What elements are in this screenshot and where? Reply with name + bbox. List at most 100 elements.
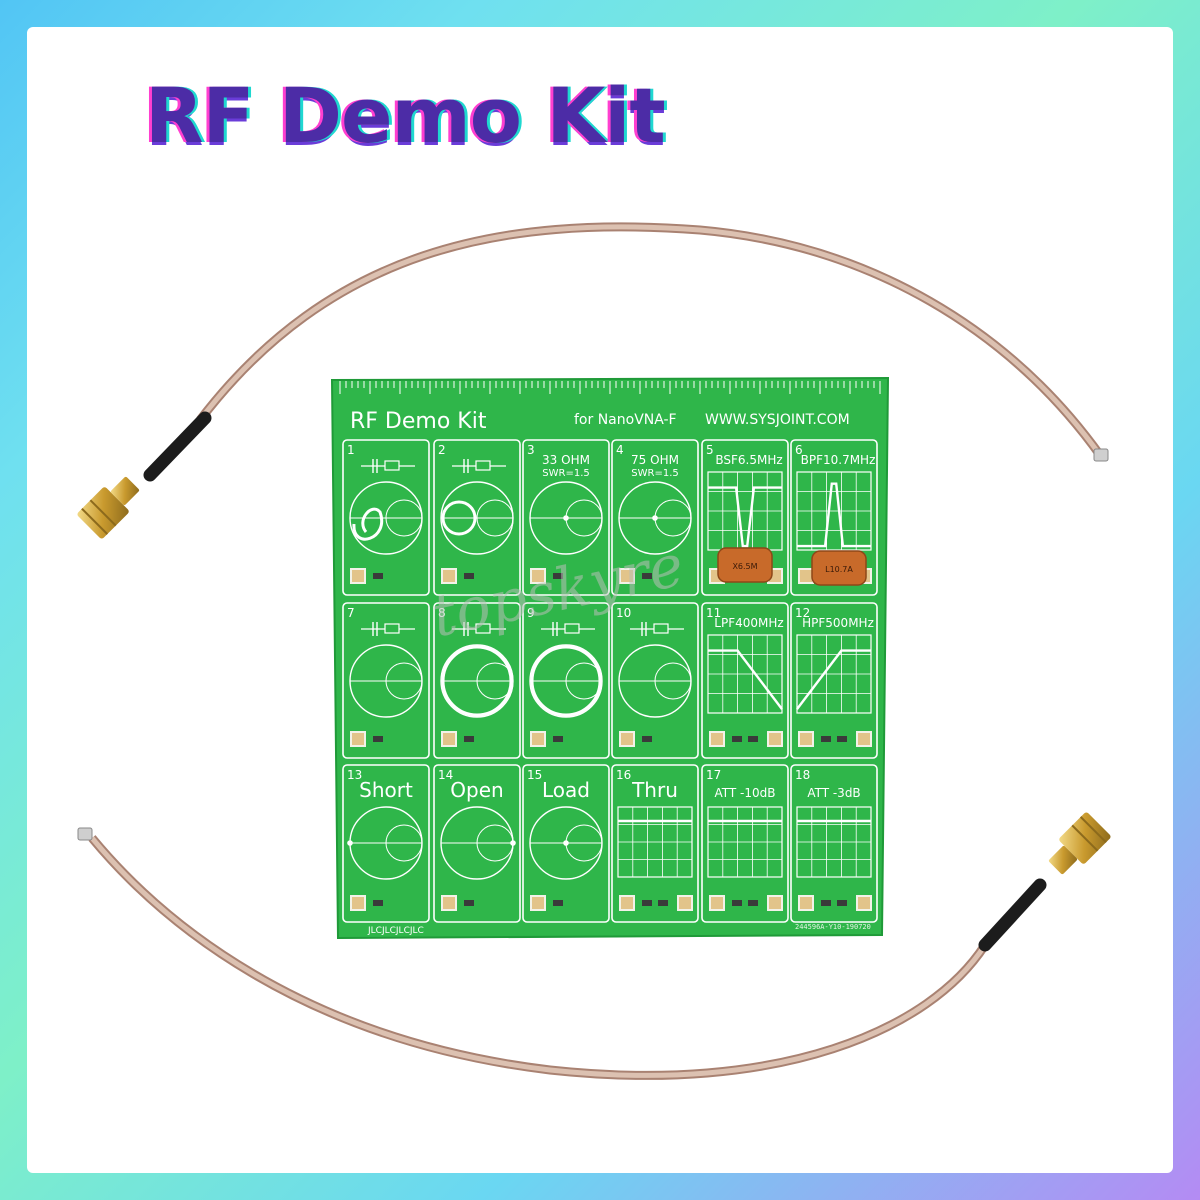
ufl-connector-icon [1093,448,1109,462]
cell-border [522,764,610,923]
cell-label: Thru [631,778,678,802]
smd-component-icon [821,900,831,906]
ufl-pad-icon [798,731,814,747]
cell-label: ATT -10dB [715,786,776,800]
cell-border [522,602,610,759]
top-cable [77,222,1109,539]
graph-trace [708,486,782,548]
cell-number: 14 [438,768,453,782]
smd-component-icon [553,900,563,906]
cell-border [433,602,521,759]
ufl-pad-icon [530,568,546,584]
resistor-icon [384,623,400,634]
pcb-cell-9: 9 [522,602,610,759]
ufl-pad-icon [767,895,783,911]
smd-component-icon [642,736,652,742]
cell-number: 17 [706,768,721,782]
cell-number: 15 [527,768,542,782]
ufl-pad-icon [350,568,366,584]
resistor-icon [653,623,669,634]
smith-x-arc [654,680,692,718]
smd-component-icon [748,900,758,906]
pcb-subtitle: for NanoVNA-F [574,412,677,428]
cell-number: 6 [795,443,803,457]
pcb-code-left: JLCJLCJLCJLC [367,926,424,936]
resistor-icon [475,623,491,634]
bottom-cable [77,812,1111,1080]
ufl-connector-icon [77,827,93,841]
cell-number: 16 [616,768,631,782]
pcb-title: RF Demo Kit [350,409,487,434]
cell-number: 13 [347,768,362,782]
ufl-pad-icon [530,895,546,911]
ceramic-body [811,550,867,586]
pcb-cell-8: 8 [433,602,521,759]
cell-number: 2 [438,443,446,457]
ceramic-filter-icon: X6.5M [717,547,773,583]
cell-number: 10 [616,606,631,620]
ufl-pad-icon [709,731,725,747]
smith-x-arc [654,517,692,555]
cell-label: Load [542,778,590,802]
pcb-ruler [339,381,881,394]
ufl-pad-icon [856,731,872,747]
ufl-pad-icon [798,568,814,584]
cell-number: 11 [706,606,721,620]
smith-x-arc [385,481,423,519]
pcb-cell-7: 7 [342,602,430,759]
sma-connector-icon [77,476,140,539]
smith-x-arc [565,806,603,844]
cell-border [611,439,699,596]
cell-label: 75 OHM [631,453,679,467]
resistor-icon [384,460,400,471]
cell-label: LPF400MHz [714,616,783,630]
smd-component-icon [837,900,847,906]
ufl-pad-icon [350,895,366,911]
ufl-pad-icon [441,731,457,747]
smith-x-arc [476,644,514,682]
smd-component-icon [553,573,563,579]
cell-number: 7 [347,606,355,620]
smd-component-icon [732,736,742,742]
pcb-cell-2: 2 [433,439,521,596]
resistor-icon [475,460,491,471]
cell-label: BSF6.5MHz [715,453,782,467]
smith-x-arc [385,842,423,880]
smd-component-icon [464,736,474,742]
cell-label: ATT -3dB [807,786,860,800]
sma-connector-icon [1048,812,1111,875]
component-mark: X6.5M [732,562,757,571]
cell-border [790,764,878,923]
smd-component-icon [658,900,668,906]
cell-sublabel: SWR=1.5 [542,468,589,479]
smith-trace [352,507,384,541]
pcb-website: WWW.SYSJOINT.COM [705,412,850,428]
ufl-pad-icon [767,731,783,747]
smd-component-icon [373,736,383,742]
ufl-pad-icon [619,731,635,747]
ceramic-filter-icon: L10.7A [811,550,867,586]
cell-number: 9 [527,606,535,620]
cell-label: Open [450,778,503,802]
smith-point-icon [563,515,569,521]
ufl-pad-icon [441,895,457,911]
cell-label: HPF500MHz [802,616,874,630]
smith-x-arc [476,842,514,880]
cell-label: Short [359,778,413,802]
smith-x-arc [654,644,692,682]
cell-number: 1 [347,443,355,457]
smd-component-icon [732,900,742,906]
smith-x-arc [476,806,514,844]
pcb-code-right: 244596A-Y10-190720 [795,923,871,931]
cell-border [342,602,430,759]
ufl-pad-icon [798,895,814,911]
ceramic-body [717,547,773,583]
